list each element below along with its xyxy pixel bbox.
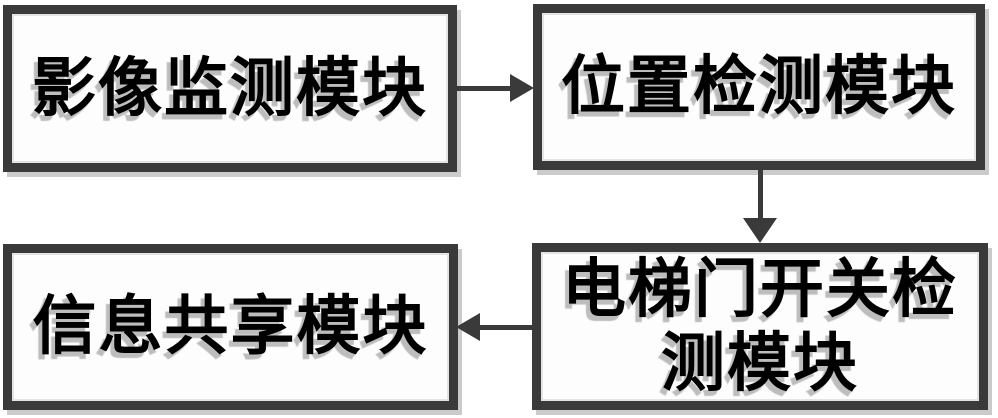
- arrow-image-to-position-line: [455, 86, 513, 91]
- arrow-position-to-elevator-door-line: [758, 169, 763, 221]
- node-label-information-sharing: 信息共享模块: [32, 291, 429, 362]
- node-label-elevator-door-switch-detection: 电梯门开关检 测模块: [562, 253, 958, 399]
- arrow-left-icon: [456, 313, 480, 341]
- node-label-position-detection: 位置检测模块: [561, 51, 957, 122]
- node-information-sharing-module: 信息共享模块: [3, 244, 458, 410]
- arrow-right-icon: [510, 74, 534, 102]
- node-elevator-door-switch-detection-module: 电梯门开关检 测模块: [532, 243, 988, 410]
- node-position-detection-module: 位置检测模块: [533, 4, 985, 170]
- node-label-image-monitoring: 影像监测模块: [32, 52, 428, 124]
- arrow-elevator-door-to-info-sharing-line: [478, 325, 533, 330]
- arrow-down-icon: [743, 218, 777, 243]
- node-image-monitoring-module: 影像监测模块: [3, 5, 457, 172]
